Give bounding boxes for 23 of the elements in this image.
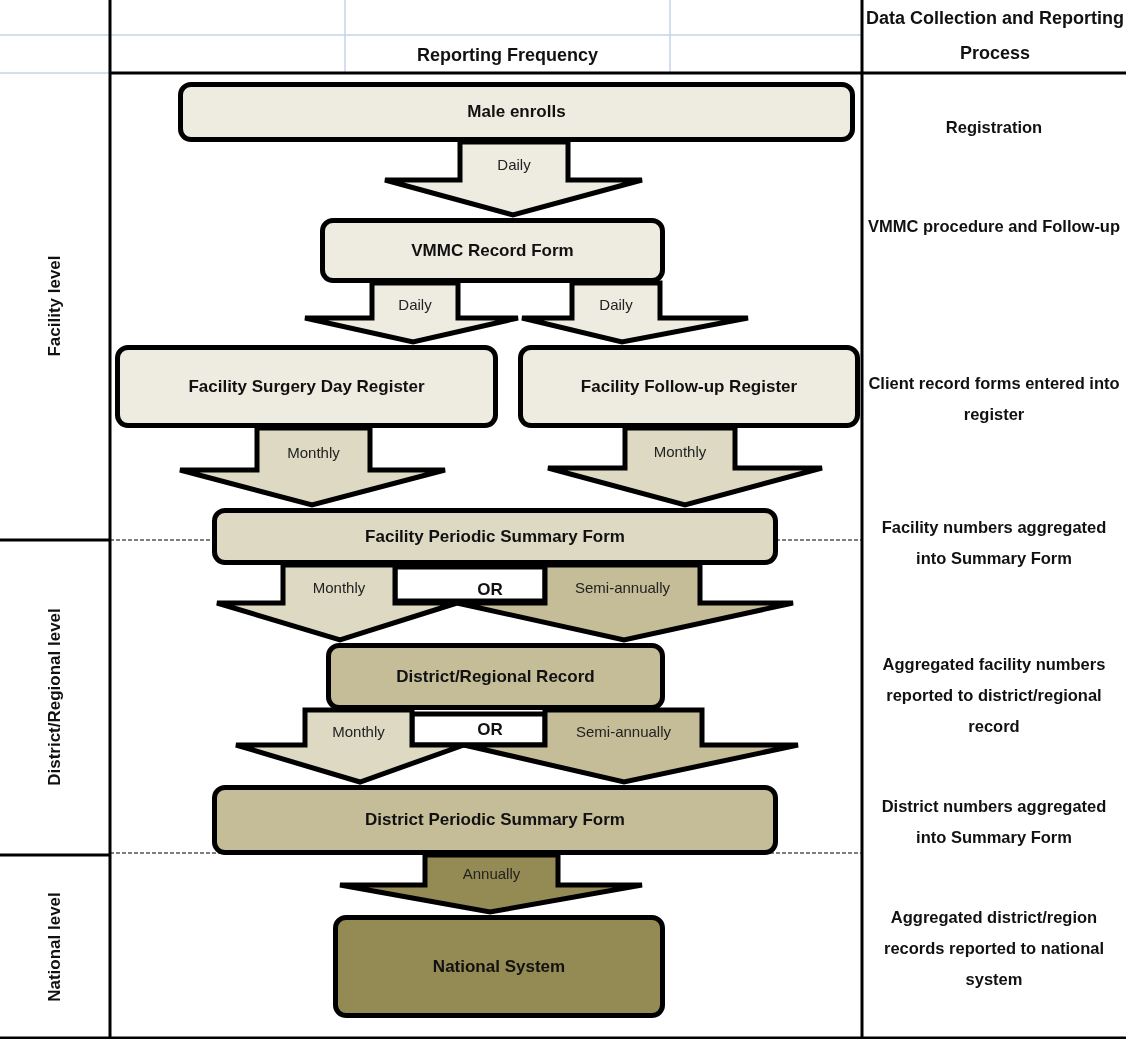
- or-text: OR: [477, 720, 503, 740]
- process-description: VMMC procedure and Follow-up: [866, 216, 1122, 237]
- process-box: Facility Periodic Summary Form: [212, 508, 778, 565]
- process-description: Aggregated district/region records reported to national system: [882, 907, 1105, 990]
- process-description: Registration: [944, 117, 1044, 138]
- row-header: Facility level: [45, 255, 65, 357]
- row-header: District/Regional level: [45, 608, 65, 786]
- process-box: District Periodic Summary Form: [212, 785, 778, 855]
- process-description: District numbers aggregated into Summary Form: [880, 796, 1108, 848]
- row-header: National level: [45, 892, 65, 1002]
- column-header: Reporting Frequency: [416, 44, 599, 67]
- process-box: Male enrolls: [178, 82, 855, 142]
- process-box: District/Regional Record: [326, 643, 665, 710]
- or-text: OR: [477, 580, 503, 600]
- process-box: Facility Follow-up Register: [518, 345, 860, 428]
- process-description: Aggregated facility numbers reported to district/regional record: [881, 654, 1107, 737]
- process-box: National System: [333, 915, 665, 1018]
- process-box: Facility Surgery Day Register: [115, 345, 498, 428]
- process-description: Facility numbers aggregated into Summary Form: [880, 517, 1108, 569]
- column-header: Data Collection and Reporting Process: [865, 7, 1125, 65]
- block-arrow: [382, 139, 645, 218]
- process-description: Client record forms entered into register: [867, 373, 1121, 425]
- process-box: VMMC Record Form: [320, 218, 665, 283]
